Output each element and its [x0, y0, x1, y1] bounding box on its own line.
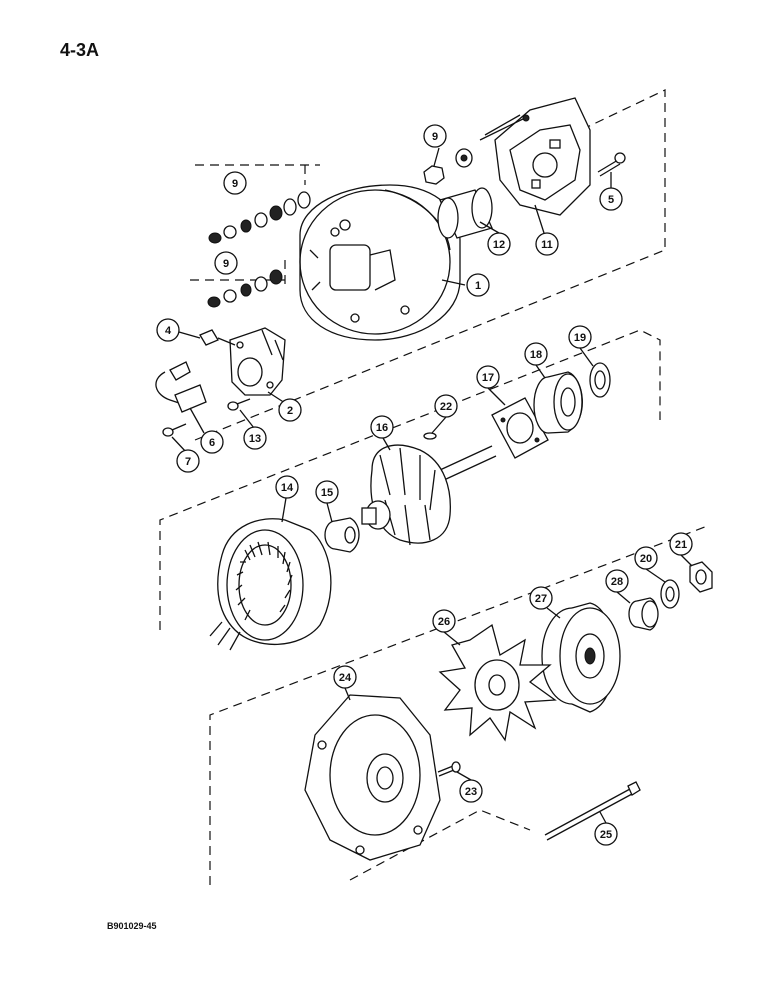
bearing-item-15	[324, 517, 360, 553]
callout-27: 27	[529, 586, 553, 610]
callout-label: 6	[209, 437, 215, 449]
stator	[209, 518, 332, 651]
callout-9-upper: 9	[223, 171, 247, 195]
callout-1: 1	[466, 273, 490, 297]
callout-label: 1	[475, 280, 481, 292]
through-bolt	[544, 781, 641, 841]
fan	[438, 623, 557, 742]
callout-6: 6	[200, 430, 224, 454]
callout-9-lower: 9	[214, 251, 238, 275]
end-frame	[304, 694, 441, 861]
callout-label: 7	[185, 456, 191, 468]
callout-12: 12	[487, 232, 511, 256]
callout-label: 11	[541, 239, 553, 251]
page-title: 4-3A	[60, 40, 100, 60]
callout-18: 18	[524, 342, 548, 366]
pulley	[541, 602, 621, 713]
callout-label: 23	[465, 786, 477, 798]
callout-label: 26	[438, 616, 450, 628]
callout-4: 4	[156, 318, 180, 342]
lock-washer	[660, 579, 680, 609]
seal	[589, 362, 611, 398]
callout-13: 13	[243, 426, 267, 450]
screw-item-5	[597, 152, 626, 177]
callout-19: 19	[568, 325, 592, 349]
figure-code: B901029-45	[107, 921, 157, 931]
callout-label: 4	[165, 325, 172, 337]
callout-label: 15	[321, 487, 333, 499]
screw-item-23	[437, 761, 461, 777]
callout-label: 5	[608, 194, 614, 206]
callout-26: 26	[432, 609, 456, 633]
callout-15: 15	[315, 480, 339, 504]
callout-label: 25	[600, 829, 612, 841]
nut	[689, 561, 713, 593]
washer-stack-lower	[207, 269, 283, 308]
callout-label: 9	[432, 131, 438, 143]
callout-label: 22	[440, 401, 452, 413]
callout-17: 17	[476, 365, 500, 389]
callout-14: 14	[275, 475, 299, 499]
callout-label: 16	[376, 422, 388, 434]
screw-item-13	[227, 398, 251, 411]
bearing-retainer	[491, 397, 549, 459]
leader-lines	[171, 147, 693, 824]
callout-20: 20	[634, 546, 658, 570]
callout-7: 7	[176, 449, 200, 473]
callout-label: 17	[482, 372, 494, 384]
callout-23: 23	[459, 779, 483, 803]
callout-5: 5	[599, 187, 623, 211]
screw-item-7	[162, 423, 187, 437]
callout-label: 20	[640, 553, 652, 565]
terminal-item-4	[199, 329, 236, 346]
callout-label: 12	[493, 239, 505, 251]
callout-24: 24	[333, 665, 357, 689]
callout-2: 2	[278, 398, 302, 422]
callout-21: 21	[669, 532, 693, 556]
bearing	[533, 371, 583, 434]
callout-label: 2	[287, 405, 293, 417]
nut-and-washer-top	[423, 148, 473, 185]
bushing	[437, 187, 493, 239]
spacer	[628, 597, 659, 631]
callout-label: 14	[281, 482, 294, 494]
brush-holder	[229, 327, 286, 396]
callout-label: 24	[339, 672, 352, 684]
callout-9-top: 9	[423, 124, 447, 148]
callout-label: 18	[530, 349, 542, 361]
callout-label: 19	[574, 332, 586, 344]
rectifier-plate	[479, 97, 591, 216]
callout-25: 25	[594, 822, 618, 846]
callout-28: 28	[605, 569, 629, 593]
callout-11: 11	[535, 232, 559, 256]
callout-label: 21	[675, 539, 687, 551]
callout-22: 22	[434, 394, 458, 418]
callout-label: 13	[249, 433, 261, 445]
rotor	[361, 444, 497, 546]
callout-label: 9	[232, 178, 238, 190]
washer-stack-upper	[208, 191, 311, 244]
callout-16: 16	[370, 415, 394, 439]
wire-lead-item-6	[155, 361, 207, 413]
callout-label: 9	[223, 258, 229, 270]
key	[423, 432, 437, 440]
alternator-housing	[299, 184, 461, 341]
callout-label: 27	[535, 593, 547, 605]
callout-label: 28	[611, 576, 623, 588]
